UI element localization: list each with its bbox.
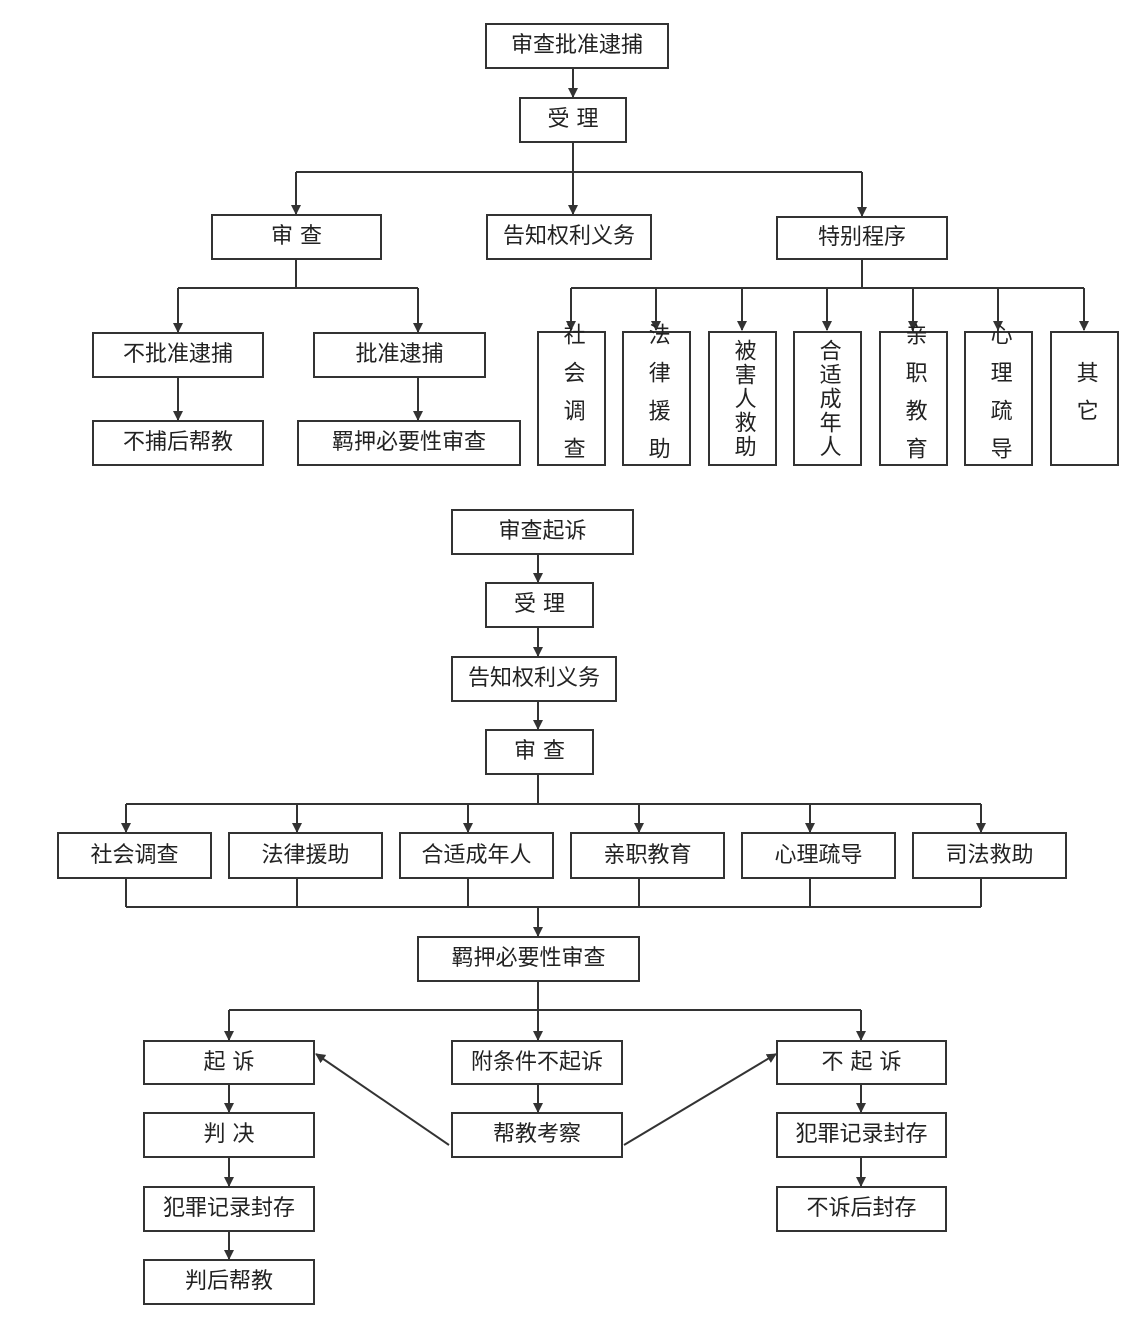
- node-not-prosecute: 不 起 诉: [776, 1040, 947, 1085]
- node-measure-appropriate-adult: 合适成年人: [399, 832, 554, 879]
- node-post-judgment-help: 判后帮教: [143, 1259, 315, 1305]
- node-b-inform-rights: 告知权利义务: [451, 656, 617, 702]
- node-measure-counseling: 心理疏导: [741, 832, 896, 879]
- node-measure-judicial-aid: 司法救助: [912, 832, 1067, 879]
- node-inform-rights: 告知权利义务: [486, 214, 652, 260]
- node-record-seal-right: 犯罪记录封存: [776, 1112, 947, 1158]
- node-prosecution-review: 审查起诉: [451, 509, 634, 555]
- node-measure-legal-aid: 法律援助: [228, 832, 383, 879]
- node-accept: 受 理: [519, 97, 627, 143]
- node-special-appropriate-adult: 合适成年人: [793, 331, 862, 466]
- arrow-supervision-to-not-prosecute: [623, 1053, 777, 1146]
- node-measure-parent-education: 亲职教育: [570, 832, 725, 879]
- node-supervision-inspection: 帮教考察: [451, 1112, 623, 1158]
- node-approve-arrest: 批准逮捕: [313, 332, 486, 378]
- node-special-victim-aid: 被害人救助: [708, 331, 777, 466]
- arrow-supervision-to-prosecute: [315, 1053, 450, 1146]
- node-review: 审 查: [211, 214, 382, 260]
- node-measure-social-survey: 社会调查: [57, 832, 212, 879]
- node-special-parent-education: 亲职教育: [879, 323, 948, 475]
- node-b-review: 审 查: [485, 729, 594, 775]
- node-post-no-prosecute-seal: 不诉后封存: [776, 1186, 947, 1232]
- node-judgment: 判 决: [143, 1112, 315, 1158]
- node-prosecute: 起 诉: [143, 1040, 315, 1085]
- node-special-other: 其它: [1050, 331, 1119, 466]
- node-special-counseling: 心理疏导: [964, 323, 1033, 475]
- node-record-seal-left: 犯罪记录封存: [143, 1186, 315, 1232]
- node-detention-necessity-review: 羁押必要性审查: [297, 420, 521, 466]
- node-b-accept: 受 理: [485, 582, 594, 628]
- node-special-social-survey: 社会调查: [537, 323, 606, 475]
- node-not-approve-arrest: 不批准逮捕: [92, 332, 264, 378]
- node-special-procedure: 特别程序: [776, 216, 948, 260]
- node-approve-arrest-review: 审查批准逮捕: [485, 23, 669, 69]
- node-special-legal-aid: 法律援助: [622, 323, 691, 475]
- node-post-no-arrest-help: 不捕后帮教: [92, 420, 264, 466]
- node-b-detention-necessity-review: 羁押必要性审查: [417, 936, 640, 982]
- node-conditional-non-prosecution: 附条件不起诉: [451, 1040, 623, 1085]
